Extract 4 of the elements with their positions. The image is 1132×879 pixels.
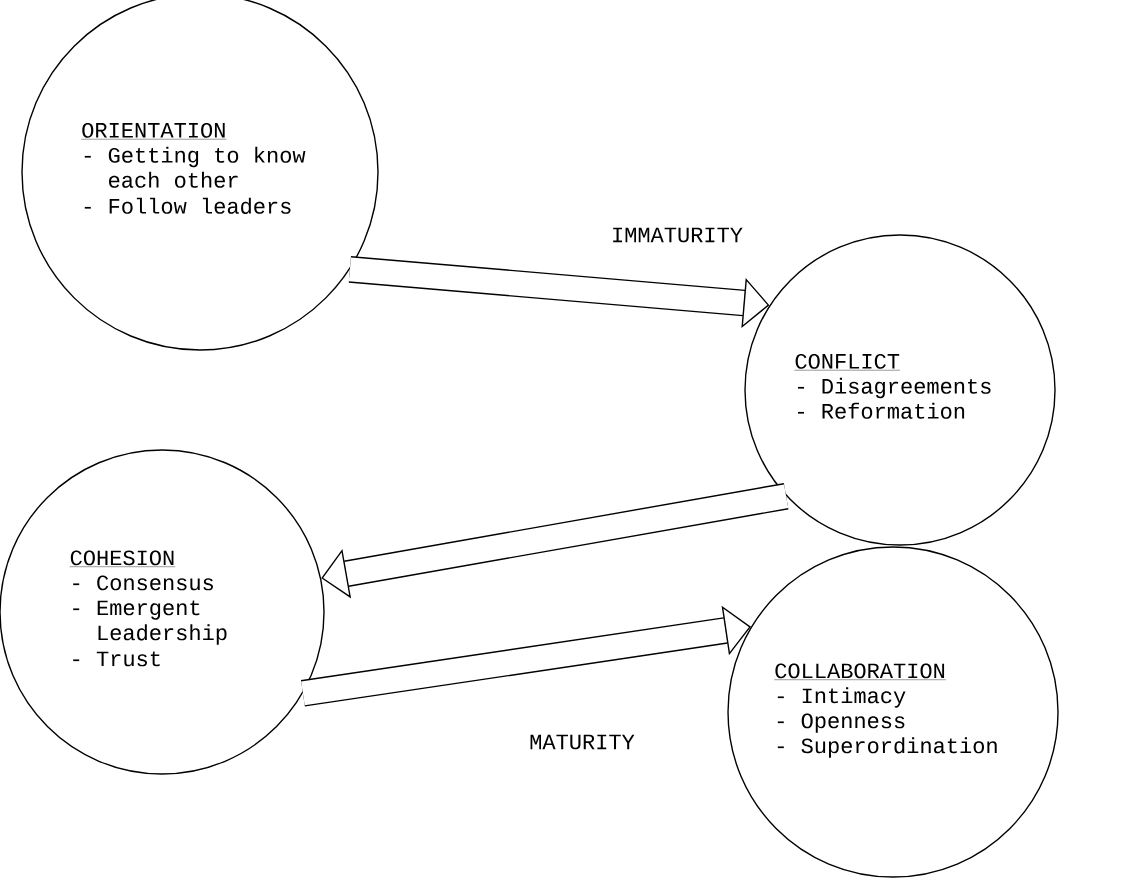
block-arrow [321,483,789,599]
edge-label: MATURITY [528,733,636,751]
edge-label: IMMATURITY [610,226,744,244]
block-arrow [300,605,751,707]
